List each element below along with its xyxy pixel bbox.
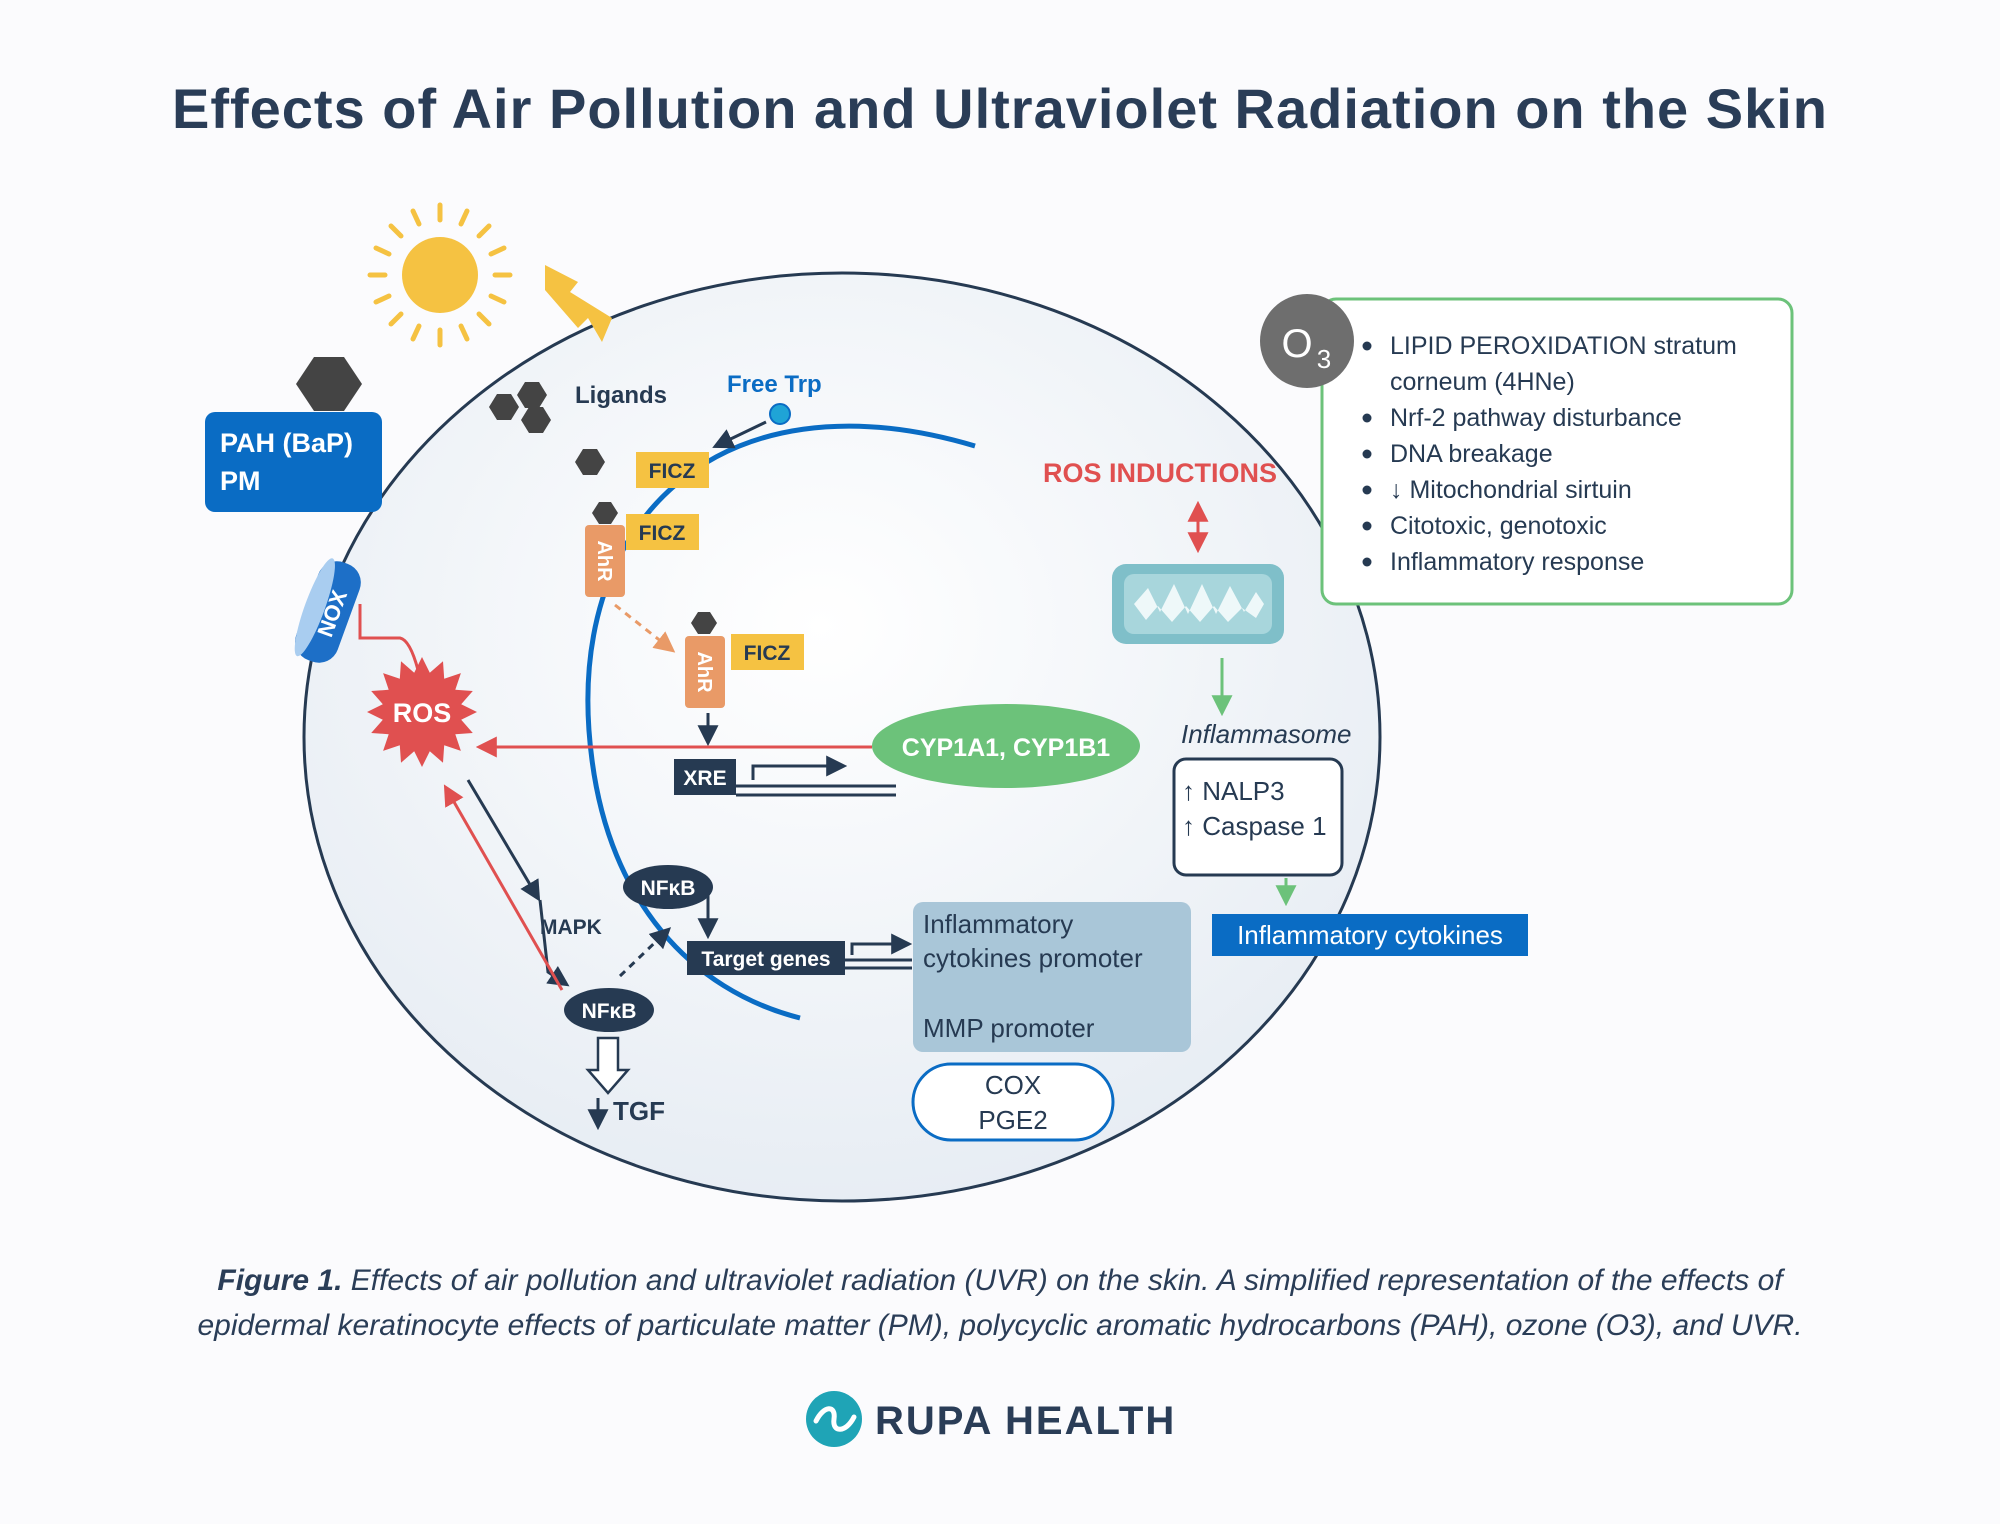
- cox-pge2-box: [911, 1062, 1115, 1142]
- pge2-label: PGE2: [978, 1105, 1047, 1135]
- bullet: [1362, 485, 1372, 495]
- target-genes-label: Target genes: [701, 948, 830, 971]
- inflammasome-label: Inflammasome: [1181, 719, 1352, 749]
- mmp-promoter-label: MMP promoter: [923, 1013, 1095, 1043]
- inflammatory-cytokines-label: Inflammatory cytokines: [1237, 920, 1503, 950]
- ficz-tag-3: [731, 634, 804, 670]
- mitochondria-icon: [1112, 564, 1284, 644]
- ozone-effect-item: LIPID PEROXIDATION stratum: [1390, 332, 1737, 360]
- ozone-effect-item: Citotoxic, genotoxic: [1390, 512, 1607, 540]
- ozone-effect-item: corneum (4HNe): [1390, 368, 1575, 396]
- ozone-effect-item: Nrf-2 pathway disturbance: [1390, 404, 1682, 432]
- xre-element: [674, 759, 736, 795]
- nfkb-label-upper: NFκB: [641, 877, 696, 900]
- ozone-badge: [1260, 294, 1354, 388]
- ahr-label-2: AhR: [693, 651, 715, 693]
- brand-name: RUPA HEALTH: [875, 1399, 1176, 1443]
- ahr-receptor-1: [585, 525, 625, 597]
- transcription-arrow: [751, 755, 848, 780]
- nalp3-caspase-box: [1172, 757, 1344, 877]
- ozone-effect-item: ↓ Mitochondrial sirtuin: [1390, 476, 1632, 504]
- hexagon-icon: [691, 612, 717, 634]
- ozone-effects-box: [1320, 297, 1794, 606]
- mapk-label: MAPK: [540, 916, 602, 939]
- hexagon-icon: [517, 382, 547, 408]
- ahr-label-1: AhR: [593, 540, 615, 582]
- page-title: Effects of Air Pollution and Ultraviolet…: [172, 77, 1828, 140]
- cyp-enzymes: [872, 704, 1140, 788]
- free-trp-label: Free Trp: [727, 371, 822, 398]
- ozone-effects-list: LIPID PEROXIDATION stratum corneum (4HNe…: [1362, 332, 1737, 576]
- promoter-label-1: Inflammatory: [923, 909, 1073, 939]
- ficz-label-3: FICZ: [744, 642, 791, 665]
- ligand-hexagons: [489, 382, 717, 634]
- target-genes-box: [687, 941, 845, 975]
- cox-label: COX: [985, 1070, 1041, 1100]
- o3-subscript: 3: [1317, 344, 1331, 374]
- o3-label: O: [1281, 322, 1312, 366]
- nfkb-node-cytoplasm: [564, 988, 654, 1032]
- ozone-effect-item: Inflammatory response: [1390, 548, 1644, 576]
- target-transcription-arrow: [850, 933, 913, 955]
- ros-mapk-arrow: [466, 779, 541, 902]
- bullet: [1362, 341, 1372, 351]
- bullet: [1362, 449, 1372, 459]
- inflammatory-cytokines-box: [1212, 914, 1528, 956]
- pm-label: PM: [220, 466, 261, 496]
- ficz-tag-2: [626, 514, 699, 550]
- figure-caption-line-1: Figure 1. Effects of air pollution and u…: [217, 1264, 1785, 1297]
- lightning-icon: [545, 265, 612, 342]
- nalp3-label: ↑ NALP3: [1182, 776, 1285, 806]
- hexagon-icon: [489, 394, 519, 420]
- ficz-tag-1: [636, 452, 709, 488]
- cyp-label: CYP1A1, CYP1B1: [902, 734, 1111, 762]
- promoter-box: [913, 902, 1191, 1052]
- nfkb-node-nucleus: [623, 865, 713, 909]
- nfkb-translocation-arrow: [618, 927, 672, 978]
- hexagon-icon: [521, 407, 551, 433]
- trp-ficz-arrow: [712, 420, 767, 449]
- nfkb-label-lower: NFκB: [582, 1000, 637, 1023]
- nfkb-ros-feedback: [443, 784, 564, 991]
- ficz-label-1: FICZ: [649, 460, 696, 483]
- hexagon-icon: [592, 502, 618, 524]
- caspase-label: ↑ Caspase 1: [1182, 811, 1327, 841]
- pah-hexagon-icon: [296, 357, 362, 411]
- sun-icon: [367, 202, 513, 348]
- ros-burst: ROS: [367, 657, 477, 767]
- figure-caption-line-2: epidermal keratinocyte effects of partic…: [197, 1309, 1802, 1342]
- tgf-hollow-arrow: [585, 1036, 631, 1095]
- ficz-label-2: FICZ: [639, 522, 686, 545]
- hexagon-icon: [575, 449, 605, 475]
- promoter-label-2: cytokines promoter: [923, 943, 1143, 973]
- tgf-label: TGF: [613, 1096, 665, 1126]
- bullet: [1362, 413, 1372, 423]
- ahr-receptor-2: [685, 636, 725, 708]
- pah-label: PAH (BaP): [220, 428, 353, 458]
- nox-ros-link: [358, 604, 420, 671]
- mapk-nfkb-arrow: [538, 899, 570, 987]
- ozone-effect-item: DNA breakage: [1390, 440, 1553, 468]
- xre-label: XRE: [683, 767, 726, 790]
- rupa-logo-icon: [806, 1391, 862, 1447]
- pah-pm-box: PAH (BaP) PM: [205, 412, 382, 512]
- bullet: [1362, 557, 1372, 567]
- ros-inductions-label: ROS INDUCTIONS: [1043, 458, 1277, 488]
- free-trp-dot: [769, 403, 791, 425]
- bullet: [1362, 521, 1372, 531]
- ros-label: ROS: [393, 698, 452, 728]
- ligands-label: Ligands: [575, 382, 667, 409]
